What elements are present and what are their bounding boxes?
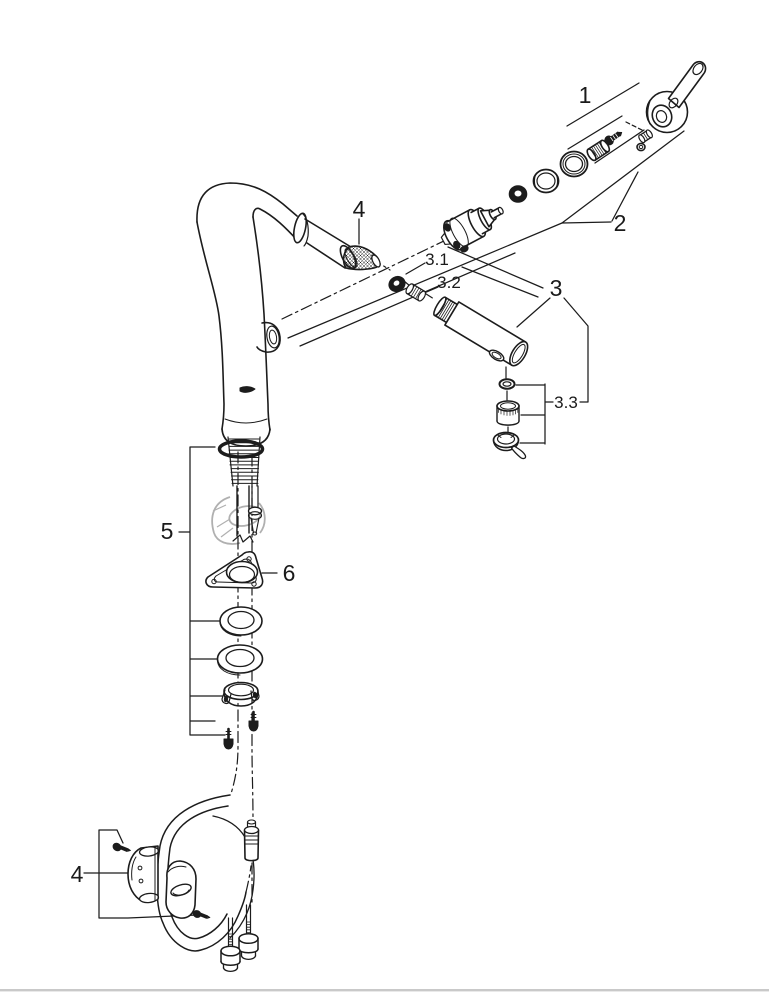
grooved-ring <box>532 168 560 194</box>
callout-3-3: 3.3 <box>554 393 578 412</box>
shank-o-ring <box>217 439 265 459</box>
mousseur <box>496 400 520 426</box>
mousseur-o-ring <box>498 378 516 390</box>
handle-boss <box>256 321 281 353</box>
washer-upper <box>219 606 263 637</box>
supply-stud-left <box>220 917 241 973</box>
set-screw <box>604 131 623 146</box>
cartridge <box>440 206 504 253</box>
spray-head <box>292 212 381 271</box>
clamp-ring <box>221 681 260 707</box>
washer-lower <box>216 644 264 676</box>
callout-1: 1 <box>579 82 592 108</box>
hose-nipple <box>405 283 427 302</box>
hose-weight-front-shell <box>127 845 160 904</box>
knurled-adapter <box>586 139 611 162</box>
page-bottom-rule <box>0 989 769 992</box>
callout-2: 2 <box>614 210 627 236</box>
callout-4-bottom: 4 <box>71 861 84 887</box>
callout-labels: 1 2 3 3.1 3.2 3.3 4 5 6 4 <box>71 82 627 887</box>
check-valve <box>388 275 406 293</box>
callout-4-top: 4 <box>353 196 366 222</box>
hose-connector <box>243 819 260 862</box>
handle-lever <box>667 60 707 109</box>
retaining-ring <box>559 150 589 178</box>
pullout-spout <box>433 296 529 367</box>
mounting-shank <box>217 436 265 487</box>
callout-5: 5 <box>161 518 174 544</box>
hose-weight-back-shell <box>165 860 197 919</box>
supply-stud-right <box>238 904 259 961</box>
diagram-art <box>83 60 707 973</box>
supply-tubes <box>232 485 263 543</box>
clamp-screw-left <box>223 727 234 750</box>
callout-3-1: 3.1 <box>425 250 449 269</box>
faucet-body <box>196 182 299 447</box>
seal-ring-small <box>508 185 528 203</box>
handle-cap <box>645 60 707 134</box>
handle-plug <box>636 129 653 152</box>
callout-6: 6 <box>283 560 296 586</box>
callout-3-2: 3.2 <box>437 273 461 292</box>
mousseur-key <box>492 431 527 460</box>
weight-screw-upper <box>112 842 131 852</box>
mounting-triangle <box>205 550 264 589</box>
clamp-screw-right <box>248 710 259 732</box>
weight-screw-lower <box>192 910 211 919</box>
leader-lines <box>83 82 685 919</box>
callout-3: 3 <box>550 275 563 301</box>
logo-mark <box>239 386 256 393</box>
